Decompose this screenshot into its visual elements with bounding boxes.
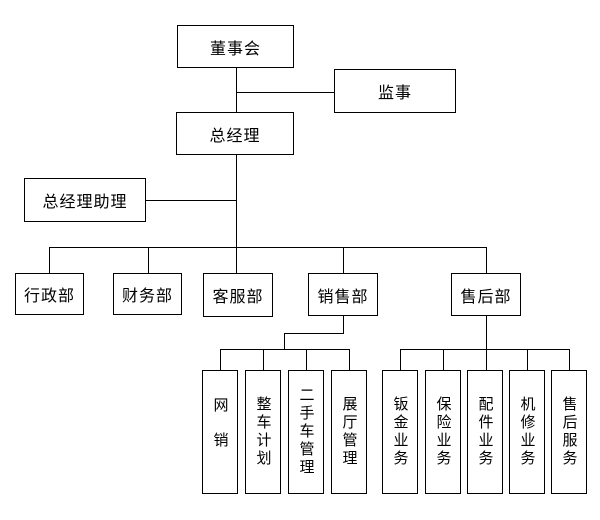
connector-drop-service [569, 349, 570, 370]
node-label: 二手车管理 [297, 387, 315, 477]
node-label: 网销 [211, 397, 229, 467]
connector-sales-subline [220, 349, 349, 350]
connector-gm-spine [236, 155, 237, 273]
node-label: 保险业务 [434, 396, 452, 468]
node-used-car-management: 二手车管理 [288, 370, 324, 494]
node-sales-dept: 销售部 [308, 273, 378, 316]
connector-drop-finance [148, 247, 149, 273]
node-showroom-management: 展厅管理 [331, 370, 367, 494]
node-label: 销售部 [317, 288, 369, 306]
node-label: 整车计划 [254, 396, 272, 468]
connector-drop-aftersales [486, 247, 487, 273]
node-finance-dept: 财务部 [113, 273, 182, 315]
node-label: 机修业务 [518, 396, 536, 468]
connector-aftersales-subline [400, 349, 569, 350]
connector-drop-admin [49, 247, 50, 273]
node-label: 售后部 [460, 288, 512, 306]
node-sheet-metal-business: 钣金业务 [382, 370, 418, 494]
node-label: 监事 [377, 85, 412, 102]
connector-sales-down [343, 316, 344, 333]
node-label: 客服部 [212, 289, 264, 306]
connector-drop-showroom [349, 349, 350, 370]
node-supervisor: 监事 [334, 69, 456, 113]
node-insurance-business: 保险业务 [425, 370, 461, 494]
node-label: 钣金业务 [391, 396, 409, 468]
node-mechanical-repair-business: 机修业务 [509, 370, 545, 494]
node-vehicle-planning: 整车计划 [245, 370, 281, 494]
node-customer-service-dept: 客服部 [203, 273, 273, 317]
node-online-sales: 网销 [202, 370, 238, 494]
node-label: 行政部 [23, 288, 75, 305]
node-label: 财务部 [121, 288, 173, 305]
connector-drop-online-sales [220, 349, 221, 370]
connector-board-to-supervisor [236, 92, 334, 93]
node-label: 总经理助理 [42, 194, 128, 211]
connector-drop-sheet-metal [400, 349, 401, 370]
connector-department-distribution [49, 247, 486, 248]
node-label: 展厅管理 [340, 396, 358, 468]
connector-drop-used-car [306, 349, 307, 370]
node-admin-dept: 行政部 [15, 273, 84, 315]
node-label: 售后服务 [560, 396, 578, 468]
node-after-sales-dept: 售后部 [451, 273, 521, 316]
node-gm-assistant: 总经理助理 [24, 178, 146, 222]
connector-gm-to-assistant [146, 200, 236, 201]
node-label: 总经理 [209, 127, 261, 145]
node-parts-business: 配件业务 [467, 370, 503, 494]
node-label: 配件业务 [476, 396, 494, 468]
connector-sales-jog-horizontal [284, 333, 344, 334]
node-general-manager: 总经理 [176, 112, 294, 155]
connector-board-to-gm [236, 68, 237, 112]
connector-sales-jog-vertical [284, 333, 285, 349]
connector-drop-vehicle-planning [263, 349, 264, 370]
connector-drop-repair [527, 349, 528, 370]
connector-drop-sales [343, 247, 344, 273]
node-board-of-directors: 董事会 [177, 25, 294, 68]
node-label: 董事会 [209, 40, 261, 58]
connector-aftersales-down [486, 316, 487, 370]
node-after-sales-service: 售后服务 [551, 370, 587, 494]
connector-drop-insurance [443, 349, 444, 370]
